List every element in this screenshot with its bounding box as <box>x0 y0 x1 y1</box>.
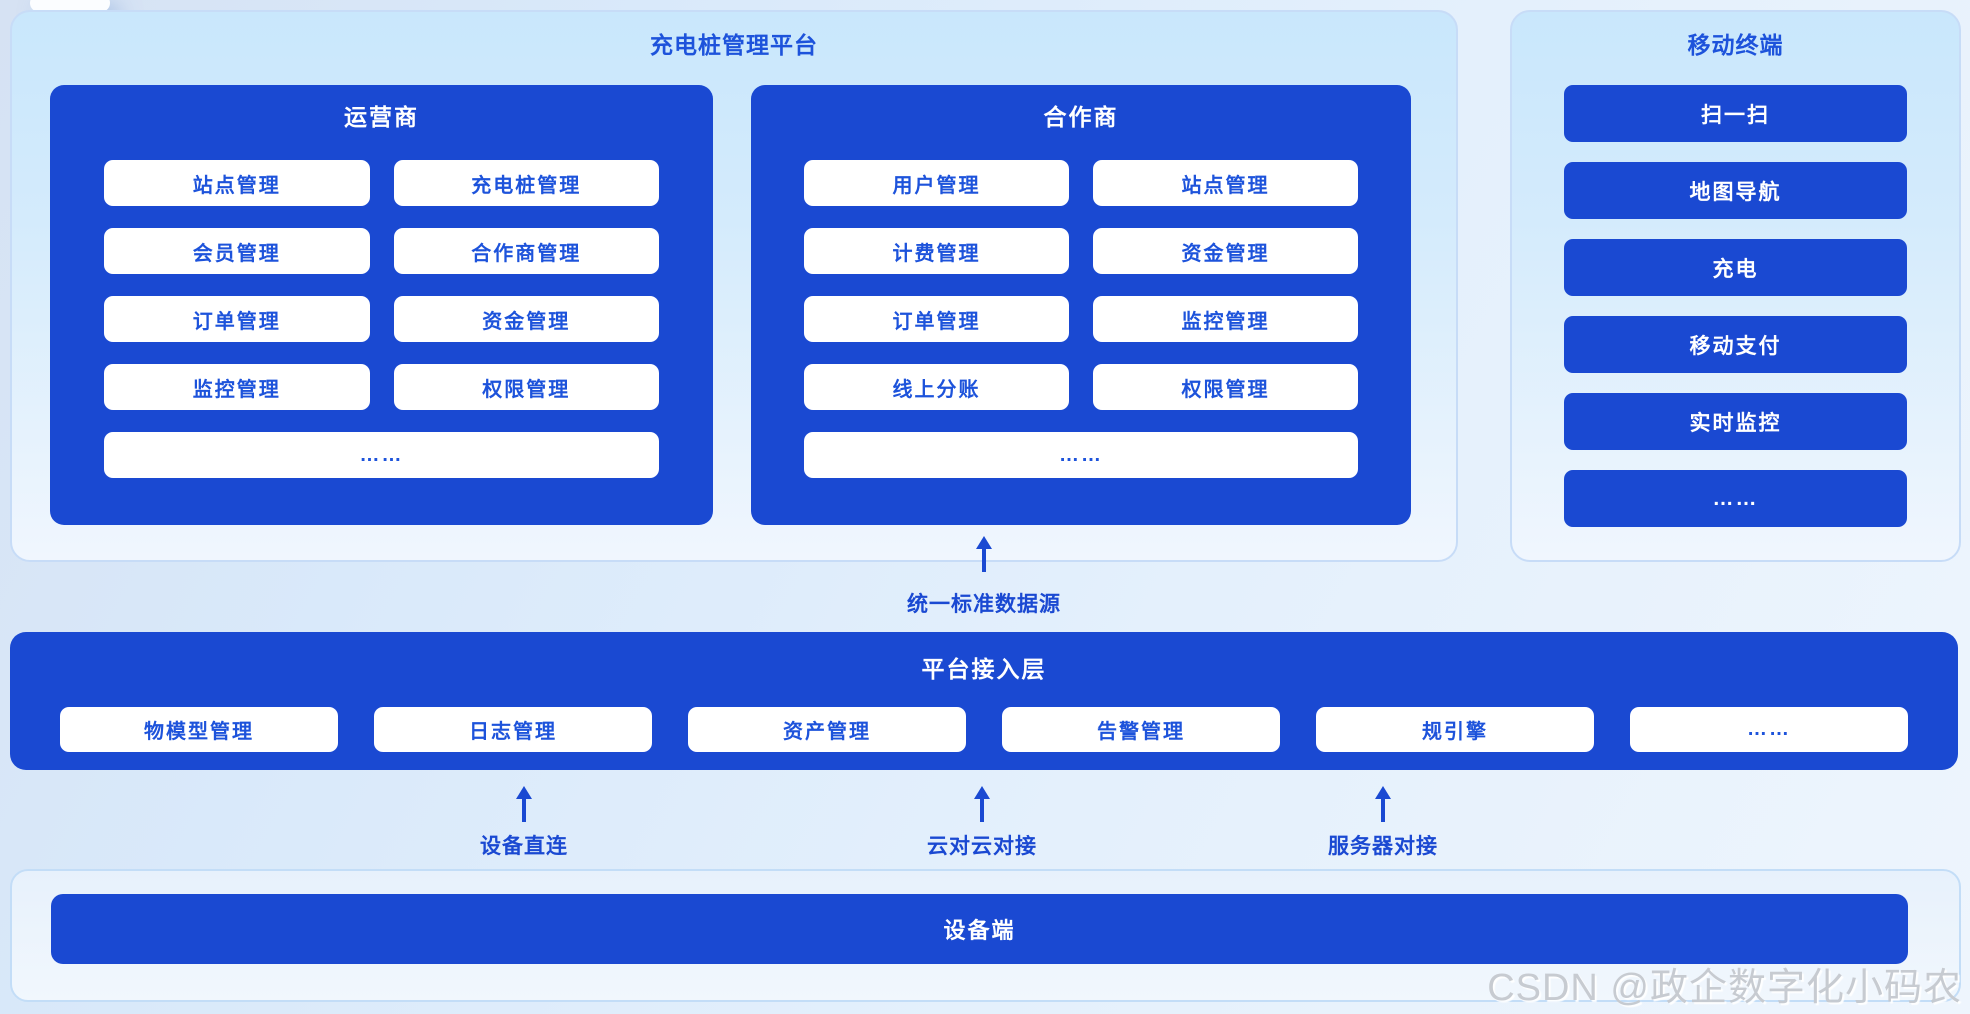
access-item-rule-engine: 规引擎 <box>1316 707 1594 752</box>
mobile-item-list: 扫一扫 地图导航 充电 移动支付 实时监控 …… <box>1564 85 1907 527</box>
operator-item-member-management: 会员管理 <box>104 228 370 274</box>
device-panel: 设备端 <box>10 869 1961 1002</box>
up-arrow-icon <box>972 786 992 822</box>
access-layer-title: 平台接入层 <box>921 656 1047 682</box>
operator-item-site-management: 站点管理 <box>104 160 370 206</box>
access-layer-bar: 平台接入层 物模型管理 日志管理 资产管理 告警管理 规引擎 …… <box>10 632 1958 770</box>
partner-group-title: 合作商 <box>1043 104 1119 130</box>
partner-item-permission-management: 权限管理 <box>1093 364 1358 410</box>
partner-item-more: …… <box>804 432 1358 478</box>
mobile-item-mobile-payment: 移动支付 <box>1564 316 1907 373</box>
connection-label-device-direct: 设备直连 <box>480 835 568 858</box>
partner-item-site-management: 站点管理 <box>1093 160 1358 206</box>
up-arrow-icon <box>974 536 994 572</box>
partner-item-grid: 用户管理 站点管理 计费管理 资金管理 订单管理 监控管理 线上分账 权限管理 … <box>804 160 1358 478</box>
partner-item-online-split: 线上分账 <box>804 364 1069 410</box>
partner-item-monitor-management: 监控管理 <box>1093 296 1358 342</box>
mobile-item-charge: 充电 <box>1564 239 1907 296</box>
platform-panel-title: 充电桩管理平台 <box>650 32 818 58</box>
access-layer-item-row: 物模型管理 日志管理 资产管理 告警管理 规引擎 …… <box>60 707 1908 752</box>
mobile-item-realtime-monitor: 实时监控 <box>1564 393 1907 450</box>
operator-group-box: 运营商 站点管理 充电桩管理 会员管理 合作商管理 订单管理 资金管理 监控管理… <box>50 85 713 525</box>
partner-item-billing-management: 计费管理 <box>804 228 1069 274</box>
mobile-item-more: …… <box>1564 470 1907 527</box>
unified-data-source-label: 统一标准数据源 <box>907 593 1061 616</box>
operator-item-pile-management: 充电桩管理 <box>393 160 659 206</box>
partner-item-order-management: 订单管理 <box>804 296 1069 342</box>
operator-item-more: …… <box>104 432 659 478</box>
corner-pill-decoration <box>30 0 110 12</box>
operator-item-permission-management: 权限管理 <box>393 364 659 410</box>
operator-item-order-management: 订单管理 <box>104 296 370 342</box>
operator-item-monitor-management: 监控管理 <box>104 364 370 410</box>
up-arrow-icon <box>1373 786 1393 822</box>
connection-label-cloud-to-cloud: 云对云对接 <box>927 835 1037 858</box>
operator-item-funds-management: 资金管理 <box>393 296 659 342</box>
partner-group-box: 合作商 用户管理 站点管理 计费管理 资金管理 订单管理 监控管理 线上分账 权… <box>751 85 1411 525</box>
mobile-terminal-title: 移动终端 <box>1687 32 1784 58</box>
operator-item-grid: 站点管理 充电桩管理 会员管理 合作商管理 订单管理 资金管理 监控管理 权限管… <box>104 160 659 478</box>
connection-label-server-connect: 服务器对接 <box>1328 835 1438 858</box>
csdn-watermark: CSDN @政企数字化小码农 <box>1487 967 1962 1009</box>
partner-item-user-management: 用户管理 <box>804 160 1069 206</box>
up-arrow-icon <box>514 786 534 822</box>
platform-panel: 充电桩管理平台 运营商 站点管理 充电桩管理 会员管理 合作商管理 订单管理 资… <box>10 10 1458 562</box>
access-item-more: …… <box>1630 707 1908 752</box>
device-side-bar: 设备端 <box>51 894 1908 964</box>
mobile-item-scan: 扫一扫 <box>1564 85 1907 142</box>
access-item-alarm-management: 告警管理 <box>1002 707 1280 752</box>
mobile-item-map-navigation: 地图导航 <box>1564 162 1907 219</box>
operator-group-title: 运营商 <box>344 104 419 130</box>
access-item-asset-management: 资产管理 <box>688 707 966 752</box>
mobile-terminal-panel: 移动终端 扫一扫 地图导航 充电 移动支付 实时监控 …… <box>1510 10 1961 562</box>
access-item-thing-model-management: 物模型管理 <box>60 707 338 752</box>
access-item-log-management: 日志管理 <box>374 707 652 752</box>
operator-item-partner-management: 合作商管理 <box>393 228 659 274</box>
partner-item-funds-management: 资金管理 <box>1093 228 1358 274</box>
